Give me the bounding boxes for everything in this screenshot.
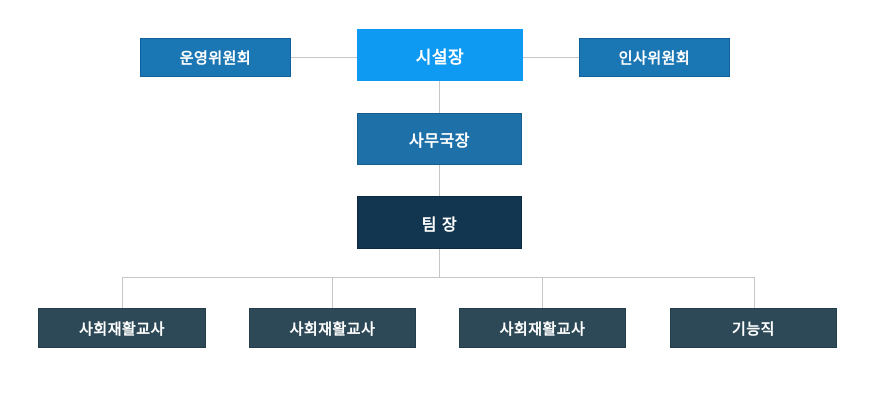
connector-bus-to-staff-2 xyxy=(332,277,333,308)
org-node-rehab-teacher-2: 사회재활교사 xyxy=(249,308,416,348)
connector-bus-to-staff-4 xyxy=(754,277,755,308)
connector-secretary-to-team-leader xyxy=(439,165,440,196)
org-node-rehab-teacher-1: 사회재활교사 xyxy=(38,308,206,348)
org-node-rehab-teacher-3: 사회재활교사 xyxy=(459,308,626,348)
connector-root-to-secretary xyxy=(439,81,440,113)
org-node-personnel-committee: 인사위원회 xyxy=(579,38,730,77)
org-node-facility-director: 시설장 xyxy=(357,29,523,81)
org-node-operating-committee: 운영위원회 xyxy=(140,38,291,77)
org-node-secretary-general: 사무국장 xyxy=(357,113,522,165)
org-node-technical-staff: 기능직 xyxy=(670,308,837,348)
connector-root-to-personnel-committee xyxy=(523,57,579,58)
org-node-team-leader: 팀 장 xyxy=(357,196,522,249)
connector-staff-bus xyxy=(122,277,755,278)
connector-bus-to-staff-1 xyxy=(122,277,123,308)
connector-bus-to-staff-3 xyxy=(542,277,543,308)
connector-team-leader-to-bus xyxy=(439,249,440,277)
connector-root-to-operating-committee xyxy=(291,57,357,58)
